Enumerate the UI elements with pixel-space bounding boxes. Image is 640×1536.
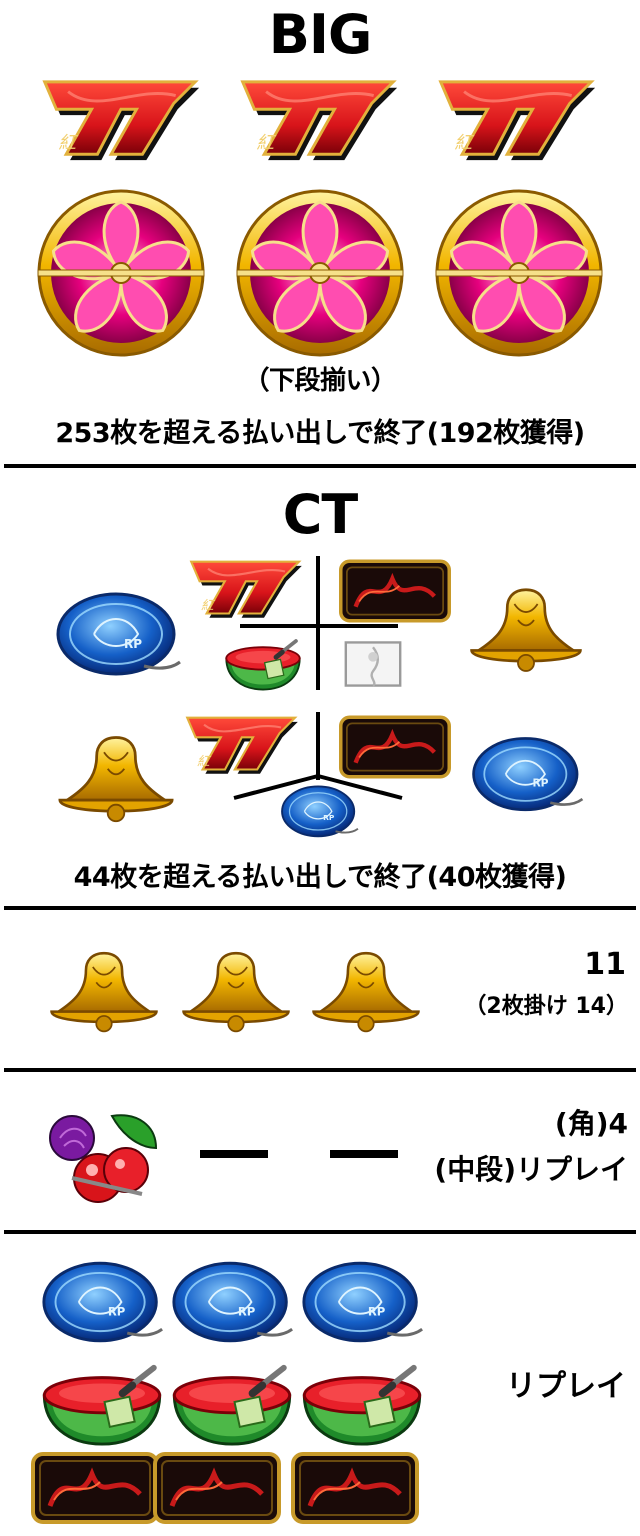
blue-replay-icon	[272, 784, 368, 840]
blue-replay-icon	[54, 590, 184, 680]
bell-payout: 11	[584, 947, 626, 982]
fork-line-branches	[233, 774, 403, 800]
big-condition: （下段揃い）	[243, 366, 397, 396]
divider	[4, 1230, 636, 1234]
cherry-rose-icon	[42, 1108, 162, 1208]
blue-replay-icon	[170, 1258, 296, 1348]
replay-label: リプレイ	[506, 1369, 626, 1404]
red-seven-icon	[180, 556, 306, 622]
bar-kurenai-icon	[30, 1448, 160, 1528]
any-symbol-dash	[330, 1150, 398, 1158]
ct-end-rule: 44枚を超える払い出しで終了(40枚獲得)	[73, 862, 567, 893]
cross-line-horizontal	[240, 624, 398, 628]
fork-line-stem	[316, 712, 320, 780]
bar-kurenai-icon	[270, 1448, 440, 1528]
big-title: BIG	[268, 3, 373, 66]
bell-icon	[56, 732, 176, 824]
bell-icon	[44, 948, 164, 1034]
sakura-icon	[36, 188, 206, 358]
cherry-corner-payout: (角)4	[554, 1107, 628, 1140]
ct-title: CT	[282, 483, 358, 546]
bar-kurenai-icon	[152, 1448, 282, 1528]
red-seven-icon	[420, 76, 606, 164]
cross-line-vertical	[316, 556, 320, 690]
red-seven-icon	[176, 712, 302, 778]
bell-icon	[176, 948, 296, 1034]
bell-payout-2bet: （2枚掛け 14）	[464, 994, 628, 1019]
divider	[4, 1068, 636, 1072]
bell-icon	[468, 584, 584, 674]
any-symbol-dash	[200, 1150, 268, 1158]
blue-replay-icon	[300, 1258, 426, 1348]
cherry-middle-payout: (中段)リプレイ	[434, 1153, 628, 1186]
blue-replay-icon	[470, 734, 586, 816]
divider	[4, 464, 636, 468]
watermelon-icon	[298, 1360, 426, 1448]
watermelon-icon	[38, 1360, 166, 1448]
sakura-icon	[434, 188, 604, 358]
watermelon-icon	[168, 1360, 296, 1448]
big-end-rule: 253枚を超える払い出しで終了(192枚獲得)	[55, 418, 585, 449]
watermelon-icon	[220, 636, 306, 692]
bell-icon	[306, 948, 426, 1034]
white-blank-icon	[336, 636, 410, 692]
red-seven-icon	[24, 76, 210, 164]
blue-replay-icon	[40, 1258, 166, 1348]
divider	[4, 906, 636, 910]
sakura-icon	[235, 188, 405, 358]
bar-kurenai-icon	[330, 556, 460, 626]
red-seven-icon	[222, 76, 408, 164]
